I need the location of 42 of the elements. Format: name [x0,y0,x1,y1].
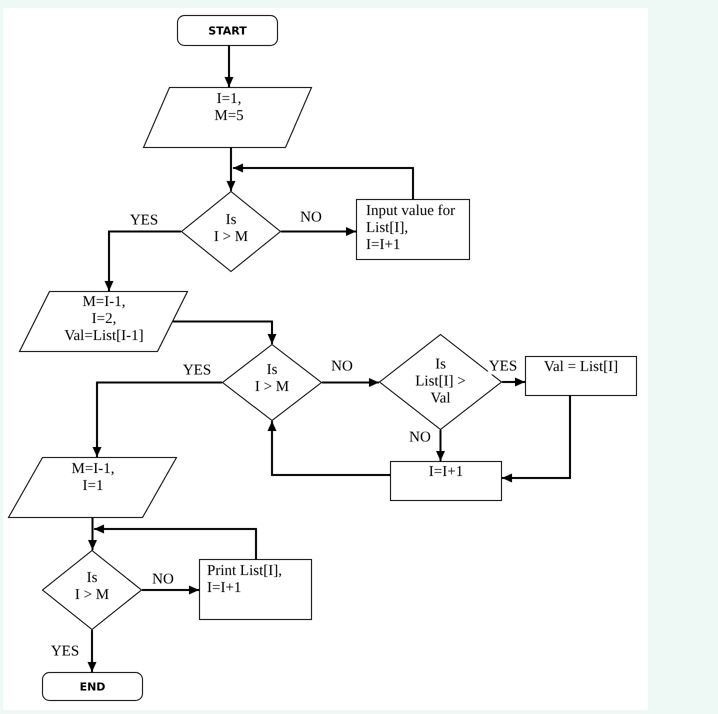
flow-arrow [322,378,379,387]
node-text: START [208,24,247,37]
node-text: Input value for List[I], I=I+1 [366,203,456,254]
node-text: Val = List[I] [544,359,618,376]
input-parallelogram [19,291,188,352]
node-text: Print List[I], I=I+1 [207,563,282,597]
end-terminal [42,672,143,701]
flow-arrow [502,378,525,386]
flow-arrow [224,46,234,87]
input-parallelogram [8,457,177,518]
flow-arrow [88,630,96,672]
node-text: M=I-1, I=2, Val=List[I-1] [64,294,144,345]
flow-arrow [436,430,445,461]
start-terminal [177,15,278,46]
flow-arrow [173,320,276,344]
node-text: Is I > M [254,362,290,396]
flow-arrow [92,382,222,457]
process-box [525,356,637,396]
input-parallelogram [143,87,312,148]
node-text: Is I > M [74,570,110,604]
flow-arrow [502,396,571,482]
flow-arrow [233,164,414,199]
decision-diamond [42,550,142,630]
flow-arrow [104,230,181,291]
process-box [199,559,312,620]
process-box [356,199,470,260]
flow-arrow [226,148,236,191]
edge-label: YES [488,360,518,374]
node-text: I=1, M=5 [214,91,244,125]
flow-arrow [88,518,97,550]
node-text: I=I+1 [428,464,464,481]
decision-diamond [181,191,281,272]
node-text: Is I > M [214,212,248,246]
decision-diamond [222,344,322,421]
process-box [390,461,502,501]
node-text: Is List[I] > Val [415,356,466,408]
flow-arrow [281,227,356,236]
flow-arrow [94,524,257,559]
node-text: M=I-1, I=1 [71,461,115,495]
node-text: END [80,680,106,693]
flow-arrow [142,586,199,594]
flow-arrow [268,421,390,476]
